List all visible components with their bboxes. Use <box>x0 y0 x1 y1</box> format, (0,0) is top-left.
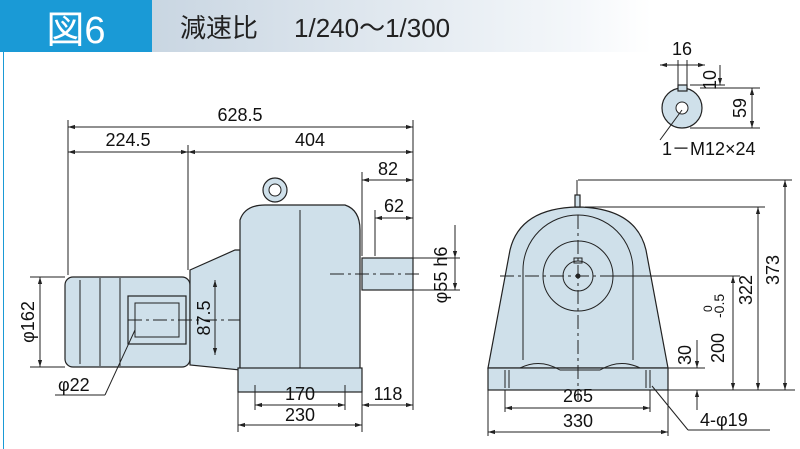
figure-number: 図6 <box>0 0 152 52</box>
dim-flange-height: 87.5 <box>194 300 214 335</box>
dim-bolt-pitch: 265 <box>563 386 593 406</box>
dim-foot-outer: 230 <box>285 405 315 425</box>
side-view <box>64 177 420 393</box>
dim-base-width: 330 <box>563 411 593 431</box>
reduction-ratio: 1/240～1/300 <box>294 12 451 43</box>
dim-center-height: 200 <box>708 333 728 363</box>
front-view <box>487 180 669 400</box>
frame-border <box>3 52 4 449</box>
dim-key-width: 16 <box>672 39 692 59</box>
dim-shaft-height: 59 <box>730 98 750 118</box>
dim-key-depth: 10 <box>700 70 720 90</box>
dim-shaft-to-foot: 118 <box>374 384 403 404</box>
dim-overall-length: 628.5 <box>217 105 262 125</box>
dim-shaft-dia: φ55 h6 <box>431 247 451 304</box>
dim-tapped-hole: 1－M12×24 <box>662 139 756 159</box>
dim-tol-lower: -0.5 <box>711 294 727 318</box>
front-dimensions <box>487 179 795 436</box>
page-title: 減速比 1/240～1/300 <box>152 0 652 52</box>
dim-bolt-holes: 4-φ19 <box>700 410 748 430</box>
dim-tol-upper: 0 <box>701 305 715 312</box>
side-dimensions <box>30 120 460 432</box>
dim-foot-inner: 170 <box>285 384 315 404</box>
dim-base-thickness: 30 <box>675 345 695 365</box>
dim-motor-length: 224.5 <box>105 130 150 150</box>
title-label: 減速比 <box>180 12 259 43</box>
dim-motor-dia: φ162 <box>18 301 38 343</box>
dim-key-length: 62 <box>384 196 404 216</box>
dim-body-height: 322 <box>736 275 756 305</box>
dim-cable-dia: φ22 <box>58 375 90 395</box>
dim-shaft-length: 82 <box>378 159 398 179</box>
dim-reducer-length: 404 <box>295 130 325 150</box>
shaft-end-detail <box>659 60 760 141</box>
dim-overall-height: 373 <box>763 255 783 285</box>
